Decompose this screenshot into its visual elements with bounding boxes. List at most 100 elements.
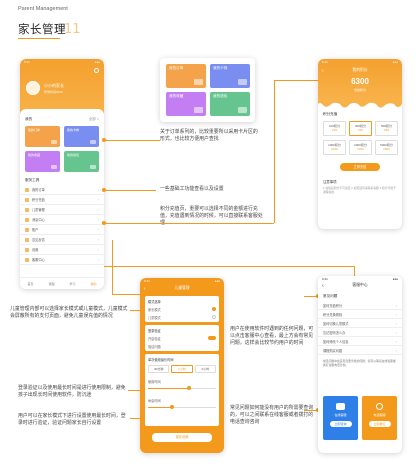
slider-usage[interactable]	[148, 386, 216, 390]
connector-line	[354, 266, 355, 276]
time-option[interactable]: 1小时	[171, 365, 193, 373]
faq-label: 忘记密码怎么办	[323, 330, 346, 335]
note-service-center: 用户在使用软件时遇到的任何问题，可以点击客服中心查看，最上方会有常见问题，这样会…	[230, 327, 314, 347]
faq-item[interactable]: 如何修改个人信息›	[318, 337, 402, 346]
amount-price: ¥100	[331, 147, 338, 151]
menu-label: 客服中心	[32, 258, 45, 262]
menu-item-messages[interactable]: 消息中心›	[20, 215, 104, 225]
toggle-switch[interactable]	[208, 336, 216, 340]
card-icon	[51, 140, 57, 144]
amount-option[interactable]: 500积分¥50	[375, 121, 398, 136]
mode-option-parent[interactable]: 家长模式	[148, 307, 216, 312]
verify-toggle-row[interactable]: 开启验证	[148, 336, 216, 341]
menu-icon	[25, 217, 29, 222]
mode-option-child[interactable]: 儿童模式	[148, 315, 216, 320]
menu-item-recharge[interactable]: 积分充值›	[20, 195, 104, 205]
recharge-title: 我的积分	[352, 68, 368, 72]
zoom-card-orders[interactable]: 我的订单	[166, 64, 206, 88]
tab-study[interactable]: 学习	[69, 281, 76, 286]
verify-question-row[interactable]: 验证问题›	[148, 344, 216, 349]
cards-zoom-panel: 我的订单 我的卡券 我的收藏 我的钱包	[160, 58, 255, 122]
card-icon	[238, 107, 247, 113]
card-my-favorites[interactable]: 我的收藏	[25, 151, 60, 172]
connector-dot	[140, 388, 144, 392]
radio-icon	[212, 315, 216, 319]
tab-courses[interactable]: 课程	[48, 281, 55, 286]
chevron-right-icon: ›	[395, 347, 397, 353]
slider-thumb[interactable]	[170, 405, 175, 409]
amount-option[interactable]: 300积分¥30	[349, 121, 372, 136]
amount-points: 1000积分	[328, 143, 341, 147]
amount-price: ¥30	[357, 128, 363, 132]
faq-item[interactable]: 如何充值积分›	[318, 301, 402, 310]
amount-option[interactable]: 100积分¥10	[323, 121, 346, 136]
user-name: 小小的家长	[44, 83, 64, 88]
zoom-card-favorites[interactable]: 我的收藏	[166, 92, 206, 116]
slider-label: 使用时间	[148, 380, 161, 384]
amount-option[interactable]: 5000积分¥500	[375, 140, 398, 155]
menu-label: 设置	[32, 248, 39, 252]
amount-price: ¥50	[383, 128, 389, 132]
back-icon[interactable]: ‹	[322, 68, 324, 74]
menu-item-service[interactable]: 客服中心›	[20, 255, 104, 265]
chevron-right-icon: ›	[395, 311, 397, 317]
menu-label: 消息中心	[32, 218, 45, 222]
back-icon[interactable]: ‹	[144, 286, 146, 292]
order-cards-grid: 我的订单 我的卡券 我的收藏 我的钱包	[20, 122, 104, 178]
child-title: 儿童管理	[174, 286, 190, 290]
card-my-coupons[interactable]: 我的卡券	[64, 126, 99, 147]
note-recharge: 积分充值页，重要可以选择不同的金额进行充值，充值遇到情况的时候，可以直接联系客服…	[160, 207, 263, 227]
chevron-right-icon: ›	[97, 207, 99, 212]
amount-option[interactable]: 2000积分¥200	[349, 140, 372, 155]
menu-item-orders[interactable]: 我的订单›	[20, 185, 104, 195]
time-option[interactable]: 30分钟	[148, 365, 170, 373]
faq-label: 如何切换儿童模式	[323, 321, 349, 326]
online-service-button[interactable]: 立即咨询	[329, 421, 352, 427]
avatar[interactable]	[26, 81, 40, 95]
connector-dot	[102, 138, 106, 142]
card-my-orders[interactable]: 我的订单	[25, 126, 60, 147]
online-service-label: 在线客服	[334, 413, 347, 417]
menu-item-settings[interactable]: 设置›	[20, 245, 104, 255]
time-option[interactable]: 2小时	[194, 365, 216, 373]
recharge-header: 9:41●●● ‹ 我的积分 6300 当前积分	[318, 59, 402, 101]
phone-service-button[interactable]: 立即拨打	[368, 421, 391, 427]
save-settings-button[interactable]: 保存设置	[152, 433, 212, 442]
connector-line	[304, 410, 318, 411]
chat-icon	[336, 403, 345, 410]
slider-thumb[interactable]	[187, 386, 192, 390]
zoom-card-wallet[interactable]: 我的钱包	[210, 92, 250, 116]
faq-item[interactable]: 积分兑换规则›	[318, 310, 402, 319]
chevron-right-icon: ›	[395, 338, 397, 344]
orders-section-header: 我的 全部 >	[20, 117, 104, 122]
connector-line	[128, 390, 142, 391]
tab-mine[interactable]: 我的	[90, 281, 97, 286]
settings-icon[interactable]	[94, 68, 99, 73]
card-label: 我的收藏	[28, 153, 41, 157]
slider-rest[interactable]	[148, 405, 216, 409]
zoom-card-coupons[interactable]: 我的卡券	[210, 64, 250, 88]
menu-item-feedback[interactable]: 意见反馈›	[20, 235, 104, 245]
orders-more-link[interactable]: 全部 >	[88, 117, 99, 121]
online-service-card[interactable]: 在线客服 立即咨询	[323, 396, 358, 440]
card-my-wallet[interactable]: 我的钱包	[64, 151, 99, 172]
back-icon[interactable]: ‹	[322, 283, 324, 289]
amount-points: 5000积分	[380, 143, 393, 147]
connector-line	[130, 310, 142, 311]
faq-item[interactable]: 课程购买问题 ›	[318, 346, 402, 355]
recharge-button[interactable]: 立即充值	[340, 163, 380, 171]
menu-item-child[interactable]: 儿童管理›	[20, 205, 104, 215]
drip-decoration	[318, 100, 402, 108]
menu-item-account[interactable]: 账户›	[20, 225, 104, 235]
amount-points: 300积分	[354, 124, 366, 128]
faq-label: 课程购买问题	[323, 348, 343, 353]
card-label: 我的收藏	[169, 94, 184, 98]
mode-label: 家长模式	[148, 308, 161, 312]
tab-home[interactable]: 首页	[27, 281, 34, 286]
phone-service-card[interactable]: 电话客服 立即拨打	[362, 396, 397, 440]
points-value: 6300	[351, 77, 369, 86]
faq-item[interactable]: 忘记密码怎么办›	[318, 328, 402, 337]
faq-item[interactable]: 如何切换儿童模式›	[318, 319, 402, 328]
amount-option[interactable]: 1000积分¥100	[323, 140, 346, 155]
menu-label: 我的订单	[32, 188, 45, 192]
